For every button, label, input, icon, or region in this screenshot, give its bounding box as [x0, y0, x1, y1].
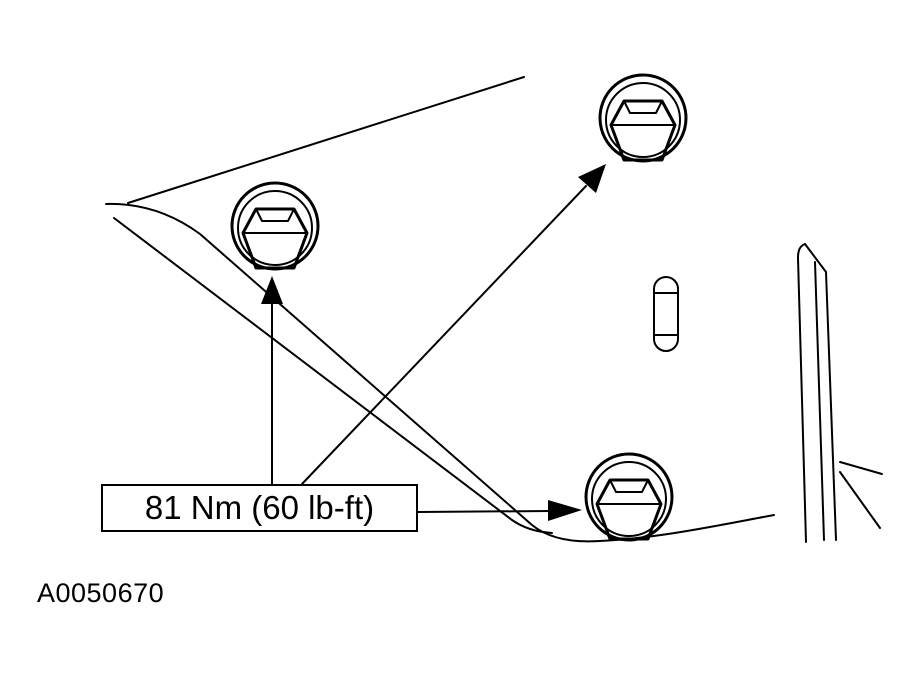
flange-mid-edge: [815, 262, 824, 540]
bolt-upper-right: [600, 75, 686, 161]
arrowhead-upper-left: [261, 276, 283, 304]
leader-line-upper-right: [302, 186, 586, 484]
flange-top-edge: [805, 244, 826, 272]
arrowhead-upper-right: [578, 164, 606, 193]
bolt-upper-left: [232, 183, 318, 269]
torque-spec-label: 81 Nm (60 lb-ft): [101, 484, 418, 532]
bracket-top-edge: [128, 77, 524, 203]
flange-inner-edge: [826, 272, 836, 540]
figure-id: A0050670: [37, 578, 165, 608]
flange-diagonal-line: [840, 472, 880, 528]
bracket-inner-edge-upper: [114, 218, 512, 520]
bracket-curved-edge: [106, 204, 774, 542]
flange-side-line: [840, 462, 882, 474]
bolt-bottom: [586, 454, 672, 540]
leader-line-bottom: [418, 511, 550, 512]
slot-hole: [654, 277, 678, 351]
arrowhead-bottom: [548, 500, 582, 521]
bracket-inner-edge-lower: [512, 520, 552, 533]
flange-outer-edge: [798, 244, 806, 542]
